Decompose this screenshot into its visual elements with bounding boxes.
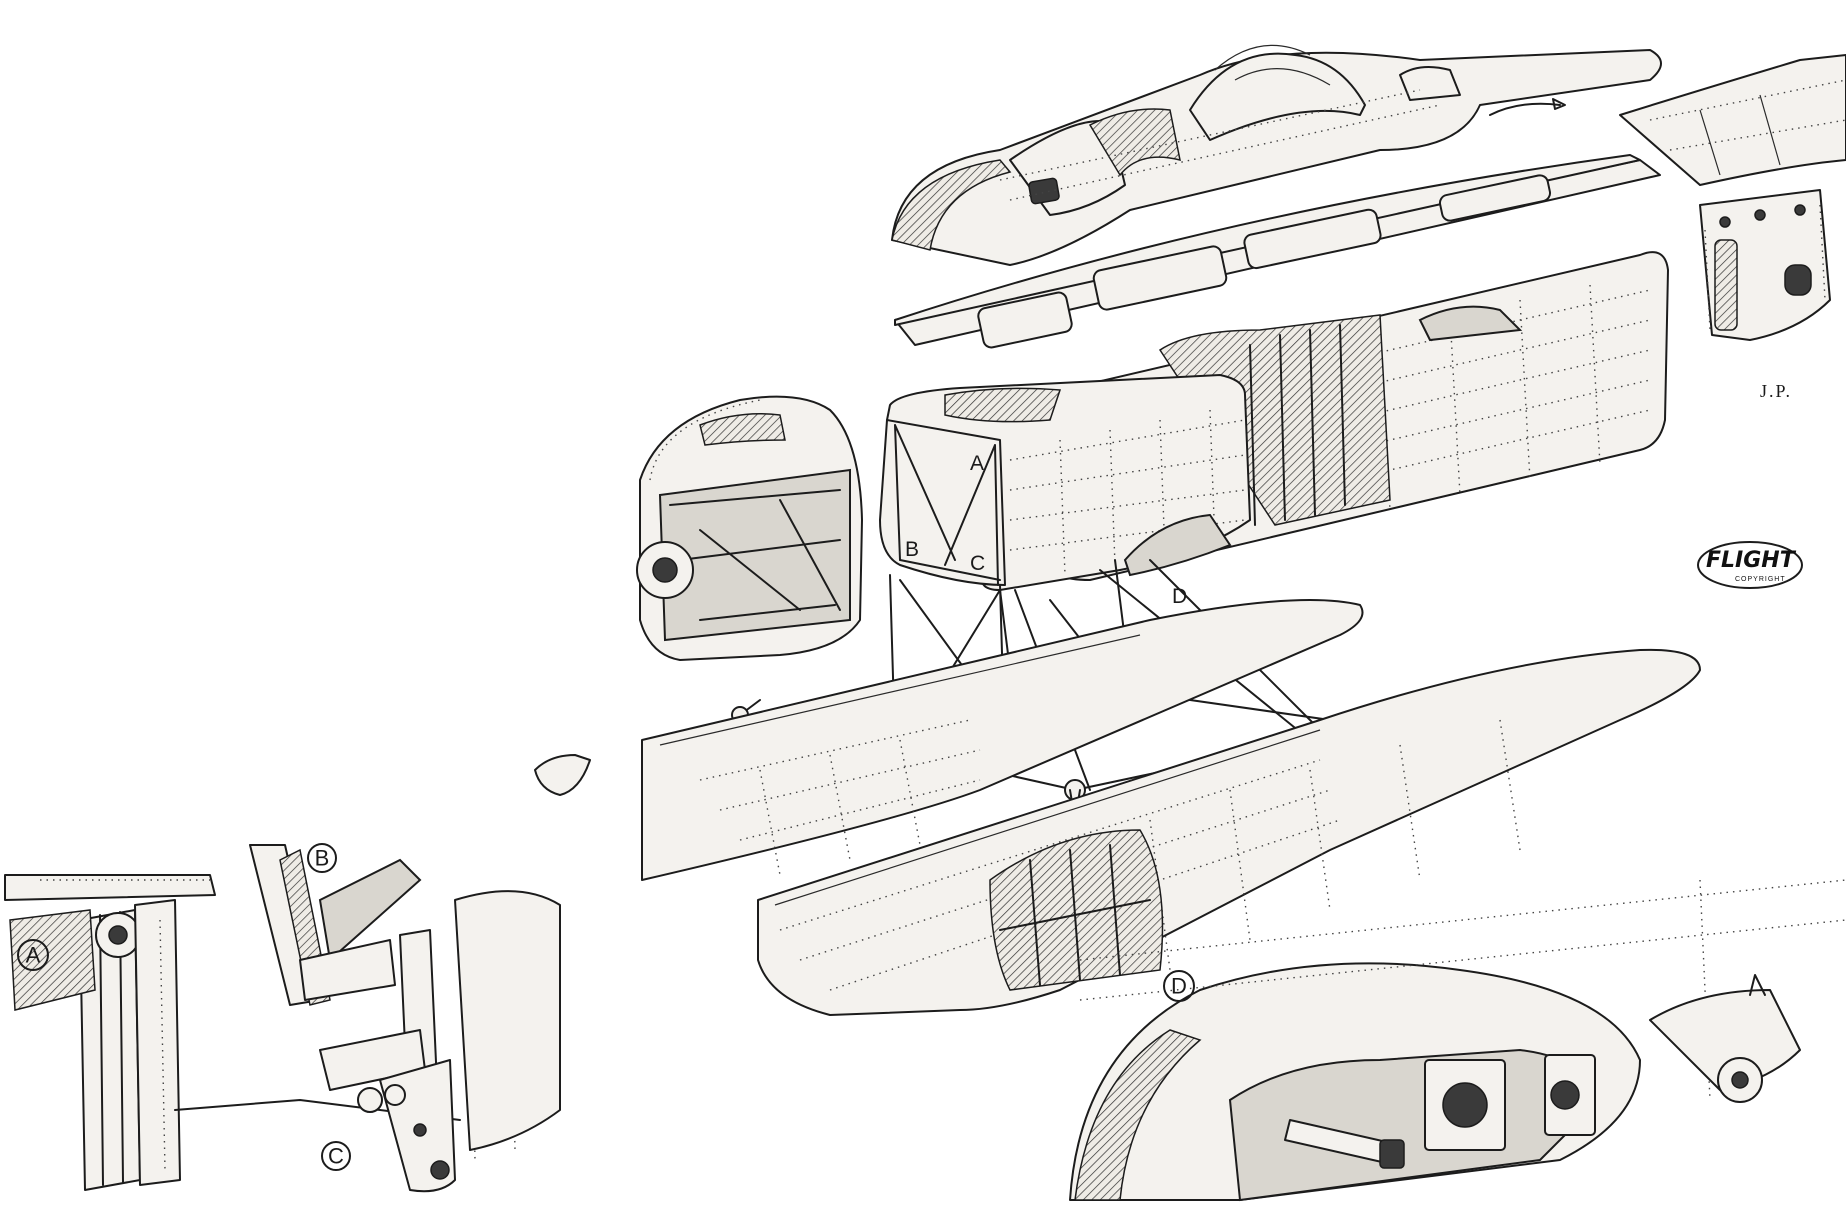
frame-label-a: A	[970, 452, 984, 475]
float-tail-fragment	[534, 754, 591, 796]
frame-label-d: D	[1172, 585, 1187, 608]
detail-inset-d	[1069, 879, 1846, 1202]
bulkhead-fitting	[1699, 189, 1831, 341]
detail-label-c-text: C	[328, 1144, 344, 1169]
artist-initials: J.P.	[1760, 381, 1792, 401]
left-float	[641, 599, 1364, 881]
engine-cowling	[636, 395, 863, 661]
fuselage-deck-panel	[894, 154, 1661, 349]
detail-label-b-text: B	[315, 846, 330, 871]
detail-label-d-text: D	[1171, 974, 1187, 999]
detail-label-a: A	[17, 939, 49, 971]
detail-label-a-text: A	[26, 943, 41, 968]
flight-logo-text: FLIGHT	[1706, 548, 1797, 573]
detail-label-c: C	[321, 1141, 351, 1171]
frame-label-b: B	[905, 538, 919, 561]
flight-logo-subtext: COPYRIGHT	[1735, 576, 1786, 583]
detail-inset-abc	[4, 844, 561, 1193]
detail-label-b: B	[307, 843, 337, 873]
forward-fuselage-box	[879, 374, 1251, 591]
flight-logo: FLIGHT COPYRIGHT	[1697, 541, 1803, 589]
detail-label-d: D	[1163, 970, 1195, 1002]
frame-label-c: C	[970, 552, 985, 575]
cockpit-canopy	[891, 44, 1662, 266]
rear-fuselage-section	[1619, 54, 1846, 186]
right-float	[757, 648, 1701, 1016]
